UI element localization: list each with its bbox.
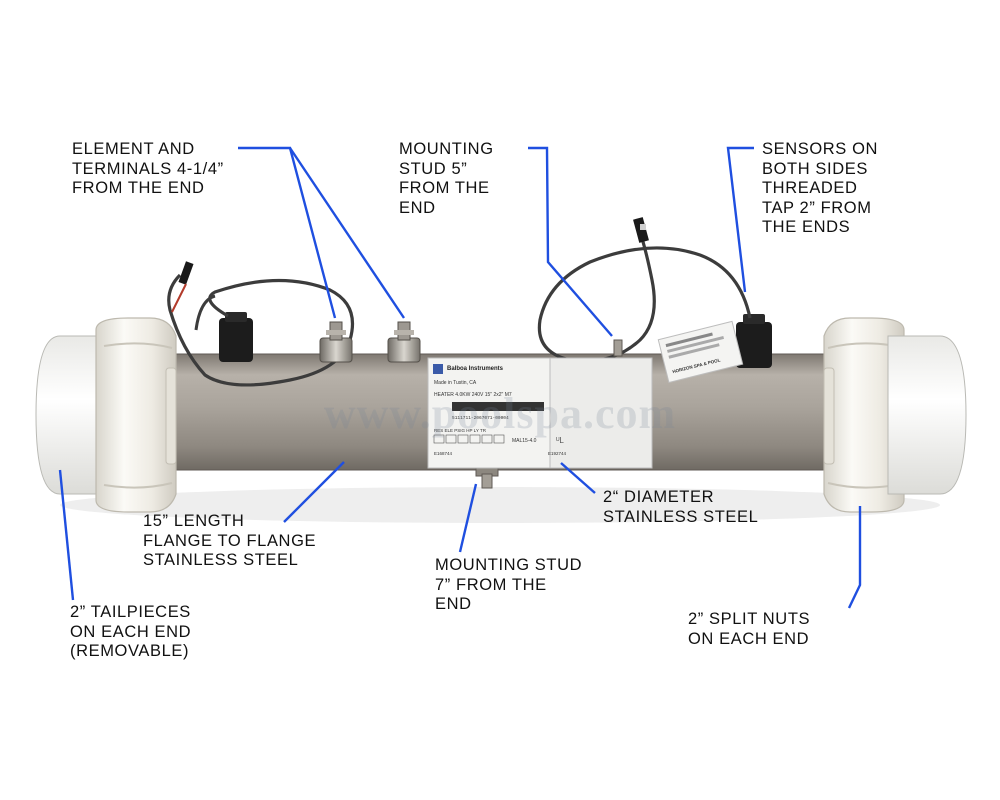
callout-line-tailpieces [58, 469, 75, 601]
heater-product-label: Balboa Instruments Made in Tustin, CA HE… [427, 357, 653, 469]
left-sensor-wire [167, 273, 355, 387]
mounting-stud-bottom [475, 467, 499, 489]
label-barcode [452, 402, 544, 411]
callout-line-length [283, 461, 345, 523]
callout-line-sensors [726, 146, 754, 293]
label-table-headers: RES ELE PSIG HP LY TR [434, 428, 487, 433]
label-brand: Balboa Instruments [447, 366, 504, 372]
label-id-right: E192744 [548, 451, 567, 456]
callout-line-stud-bottom [458, 483, 478, 553]
right-tailpiece [887, 335, 967, 495]
element-terminal-left [319, 321, 353, 363]
callout-lines [58, 146, 862, 609]
label-mounting-stud-top: MOUNTING STUD 5” FROM THE END [399, 140, 494, 217]
label-ul-mark: ᵁL [556, 436, 564, 445]
label-id-left: E168744 [434, 451, 453, 456]
right-split-nut [823, 317, 905, 513]
label-serial: 5111711-2067071-00004 [452, 415, 509, 421]
label-split-nuts: 2” SPLIT NUTS ON EACH END [688, 610, 811, 648]
mounting-stud-top [613, 339, 623, 357]
label-model: HEATER 4.0KW 240V 15" 2x2" M7 [434, 392, 512, 398]
left-sensor-wire-b [194, 294, 216, 331]
label-mounting-stud-bottom: MOUNTING STUD 7” FROM THE END [435, 556, 583, 613]
ground-shadow [60, 487, 940, 523]
left-tailpiece [35, 335, 113, 495]
right-wire-connector-tip [640, 224, 646, 230]
element-terminal-right [387, 321, 421, 363]
left-sensor [219, 312, 253, 362]
label-made-in: Made in Tustin, CA [434, 380, 477, 386]
callout-line-element-a [238, 146, 337, 319]
watermark: www.poolspa.com [323, 389, 677, 438]
right-sensor-wire [537, 231, 752, 363]
left-split-nut [95, 317, 177, 513]
left-wire-red [171, 283, 187, 313]
label-length: 15” LENGTH FLANGE TO FLANGE STAINLESS ST… [143, 512, 317, 569]
label-element-terminals: ELEMENT AND TERMINALS 4-1/4” FROM THE EN… [72, 140, 224, 197]
label-sensors: SENSORS ON BOTH SIDES THREADED TAP 2” FR… [762, 140, 879, 236]
callout-line-diameter [560, 462, 596, 494]
callout-line-element-b [289, 147, 405, 319]
callout-line-split-nuts [847, 506, 862, 609]
label-table-cells [433, 434, 505, 444]
left-wire-connector [178, 261, 194, 285]
label-diameter: 2“ DIAMETER STAINLESS STEEL [603, 488, 759, 526]
label-tailpieces: 2” TAILPIECES ON EACH END (REMOVABLE) [70, 603, 192, 660]
callout-line-stud-top [528, 146, 613, 337]
sensor-tag: HORIZON SPA & POOL [657, 320, 744, 384]
label-part-code: MAL15-4.0 [512, 438, 537, 444]
